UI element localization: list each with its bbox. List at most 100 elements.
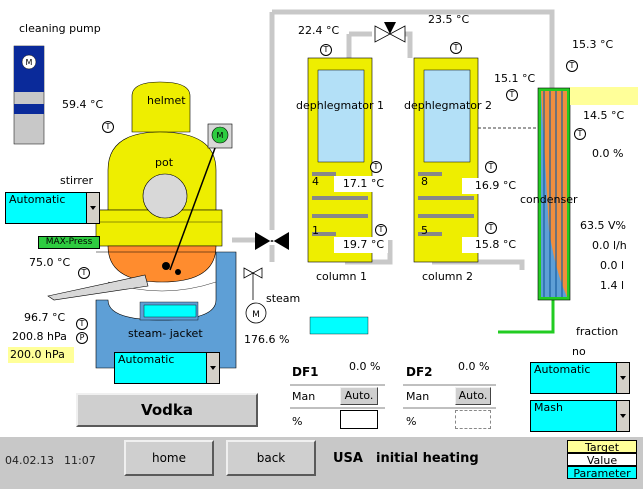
column-1-label: column 1 <box>316 270 367 283</box>
column-1-lower-tray-number: 1 <box>312 224 319 237</box>
dephlegmator-2-temperature: 23.5 °C <box>428 13 470 26</box>
status-date: 04.02.13 <box>5 454 54 467</box>
vapor-valve-icon <box>255 232 289 250</box>
status-time: 11:07 <box>64 454 96 467</box>
condenser-label: condenser <box>520 193 578 206</box>
column-2-vessel <box>413 57 479 263</box>
pot-temp-sensor-icon: T <box>78 267 90 279</box>
chevron-down-icon[interactable] <box>616 363 629 393</box>
steam-valve-icon: M <box>243 267 267 324</box>
cleaning-pump-label: cleaning pump <box>19 22 101 35</box>
column-2-lower-sensor-icon: T <box>485 222 497 234</box>
column-1-upper-sensor-icon: T <box>370 161 382 173</box>
df2-label: DF2 <box>406 365 433 379</box>
condenser-outlet-sensor-icon: T <box>574 128 586 140</box>
process-state: initial heating <box>376 451 479 466</box>
helmet-temp-sensor-icon: T <box>102 121 114 133</box>
jacket-pressure-sensor-icon: P <box>76 332 88 344</box>
stirrer-mode-select[interactable]: Automatic <box>5 192 100 224</box>
column-1-lower-temperature: 19.7 °C <box>334 237 388 253</box>
dephlegmator-1-label: dephlegmator 1 <box>296 99 385 112</box>
column-2-lower-tray-number: 5 <box>421 224 428 237</box>
df2-percent-input[interactable] <box>455 410 491 429</box>
legend-parameter: Parameter <box>567 466 637 480</box>
volume-2: 1.4 l <box>600 279 625 292</box>
legend-target: Target <box>567 440 637 454</box>
column-1-vessel <box>307 57 373 263</box>
cleaning-pump: M <box>13 45 45 145</box>
svg-text:M: M <box>252 310 260 320</box>
chevron-down-icon[interactable] <box>206 353 219 383</box>
fraction-mode-value: Automatic <box>534 363 591 376</box>
column-1-upper-tray-number: 4 <box>312 175 319 188</box>
stirrer-mode-value: Automatic <box>9 193 66 206</box>
jacket-pressure-target: 200.0 hPa <box>8 347 74 363</box>
dephlegmator-2-label: dephlegmator 2 <box>404 99 493 112</box>
dephlegmator-2-sensor-icon: T <box>450 42 462 54</box>
condenser-top-sensor-icon: T <box>566 60 578 72</box>
dephlegmator-1-sensor-icon: T <box>320 44 332 56</box>
df1-percent-label: % <box>292 415 303 428</box>
volume-1: 0.0 l <box>600 259 625 272</box>
status-bar <box>0 437 643 489</box>
column-1-upper-temperature: 17.1 °C <box>334 176 388 192</box>
country-label: USA <box>333 451 363 466</box>
pot-temperature: 75.0 °C <box>29 256 71 269</box>
legend-value: Value <box>567 453 637 467</box>
condenser-inlet-temperature: 15.1 °C <box>494 72 536 85</box>
svg-text:M: M <box>26 58 33 67</box>
condenser-top-temperature: 15.3 °C <box>572 38 614 51</box>
df2-auto-button[interactable]: Auto. <box>455 387 491 405</box>
jacket-indicator <box>143 304 197 318</box>
jacket-mode-value: Automatic <box>118 353 175 366</box>
steam-valve-percent: 176.6 % <box>244 333 290 346</box>
helmet-temperature: 59.4 °C <box>62 98 104 111</box>
df1-man-label: Man <box>292 390 316 403</box>
df1-label: DF1 <box>292 365 319 379</box>
legend: Target Value Parameter <box>567 440 637 480</box>
jacket-temperature: 96.7 °C <box>24 311 66 324</box>
fraction-type-value: Mash <box>534 401 563 414</box>
steam-jacket-label: steam- jacket <box>128 327 203 340</box>
svg-text:M: M <box>217 131 224 140</box>
fraction-value: no <box>572 345 586 358</box>
alcohol-content: 63.5 V% <box>580 219 626 232</box>
df2-man-label: Man <box>406 390 430 403</box>
df1-value: 0.0 % <box>349 360 381 373</box>
column-2-label: column 2 <box>422 270 473 283</box>
discharge-chute <box>47 274 149 301</box>
column-2-upper-tray-number: 8 <box>421 175 428 188</box>
df1-percent-input[interactable] <box>340 410 378 429</box>
helmet-label: helmet <box>147 94 186 107</box>
df1-auto-button[interactable]: Auto. <box>340 387 378 405</box>
dephlegmator-1-temperature: 22.4 °C <box>298 24 340 37</box>
column-2-upper-sensor-icon: T <box>485 161 497 173</box>
fraction-label: fraction <box>576 325 619 338</box>
pipework <box>232 9 555 270</box>
column-1-lower-sensor-icon: T <box>375 224 387 236</box>
pot-heated-bottom <box>107 245 217 283</box>
jacket-mode-select[interactable]: Automatic <box>114 352 220 384</box>
output-pipe <box>498 300 555 334</box>
condenser-percent: 0.0 % <box>592 147 624 160</box>
chevron-down-icon[interactable] <box>86 193 99 223</box>
stirrer-label: stirrer <box>60 174 93 187</box>
max-press-indicator: MAX-Press <box>38 236 100 249</box>
steam-indicator <box>309 316 369 335</box>
fraction-type-select[interactable]: Mash <box>530 400 630 432</box>
condenser-outlet-temperature: 14.5 °C <box>583 109 625 122</box>
chevron-down-icon[interactable] <box>616 401 629 431</box>
condenser-vessel <box>537 87 571 301</box>
jacket-temp-sensor-icon: T <box>76 318 88 330</box>
product-button[interactable]: Vodka <box>76 393 258 427</box>
pot-window <box>142 173 188 219</box>
back-button[interactable]: back <box>226 440 316 476</box>
condenser-inlet-sensor-icon: T <box>506 89 518 101</box>
flow-rate: 0.0 l/h <box>592 239 627 252</box>
fraction-mode-select[interactable]: Automatic <box>530 362 630 394</box>
condenser-highlight <box>570 87 638 105</box>
df2-value: 0.0 % <box>458 360 490 373</box>
jacket-pressure: 200.8 hPa <box>12 330 67 343</box>
home-button[interactable]: home <box>124 440 214 476</box>
column-2-lower-temperature: 15.8 °C <box>462 237 520 253</box>
